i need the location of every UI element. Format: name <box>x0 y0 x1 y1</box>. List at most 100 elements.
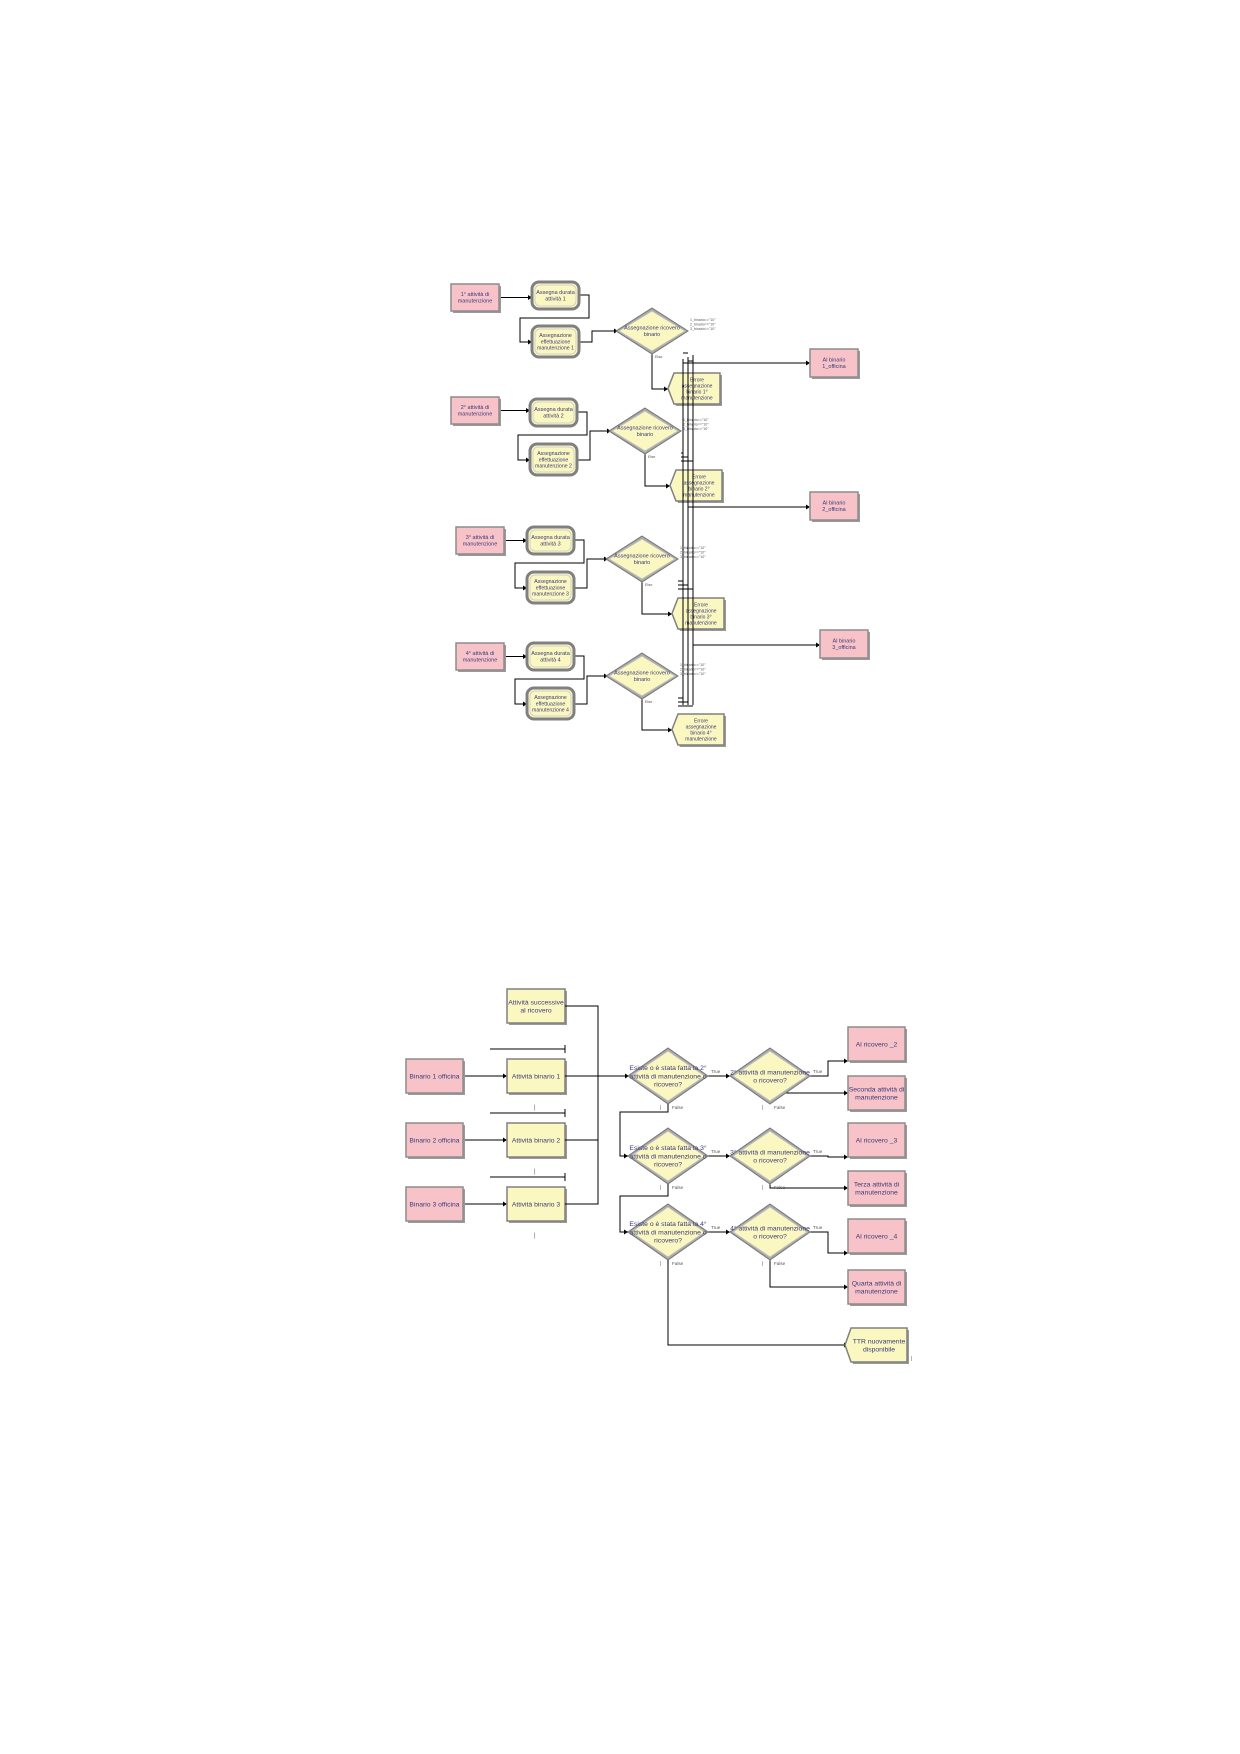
module-r4[interactable]: Al ricovero _4 <box>847 1218 907 1255</box>
assign-inner <box>529 529 572 552</box>
true-label: True <box>711 1225 721 1230</box>
marker: | <box>660 1261 661 1267</box>
decide-body <box>732 1206 808 1258</box>
process-ab1[interactable]: Attività binario 1 <box>506 1058 567 1095</box>
connector-e-q <box>574 675 608 705</box>
assign-inner <box>532 446 575 473</box>
connector-false-c3 <box>667 1260 848 1346</box>
marker: | <box>660 1105 661 1111</box>
marker: | <box>534 1105 536 1111</box>
module-r3[interactable]: Al ricovero _3 <box>847 1122 907 1159</box>
assign-inner <box>532 401 575 424</box>
arrow-head <box>816 642 820 648</box>
decide-c3[interactable]: Esiste o è stata fatta la 4°attività di … <box>627 1203 709 1261</box>
module-body <box>405 1058 464 1094</box>
assign-body <box>528 397 579 428</box>
condition-label: 3_binario=="10" <box>683 427 709 431</box>
connector-else <box>644 453 670 487</box>
arrow-head <box>503 1073 507 1079</box>
process-label: Attività binario 2 <box>512 1137 561 1144</box>
false-label: False <box>774 1261 786 1266</box>
connector-d-e <box>519 294 590 343</box>
module-o2[interactable]: Binario 2 officina <box>405 1122 465 1159</box>
module-o1[interactable]: Binario 1 officina <box>405 1058 465 1095</box>
module-o3[interactable]: Binario 3 officina <box>405 1186 465 1223</box>
condition-label: 1_binario=="10" <box>690 318 716 322</box>
end-body <box>844 1327 908 1363</box>
decide-body <box>618 310 686 352</box>
module-body <box>450 396 500 425</box>
true-label: True <box>711 1149 721 1154</box>
else-label: Else <box>645 583 652 587</box>
module-r2[interactable]: Al ricovero _2 <box>847 1026 907 1063</box>
connector-false-n <box>769 1184 848 1189</box>
decide-body <box>608 655 676 697</box>
connector-false-n <box>769 1260 848 1288</box>
module-body <box>405 1122 464 1158</box>
arrow-head <box>844 1058 848 1064</box>
arrow-head <box>806 360 810 366</box>
arrow-head <box>624 1153 628 1159</box>
arrow-head <box>523 538 527 543</box>
process-ab3[interactable]: Attività binario 3 <box>506 1186 567 1223</box>
error-body <box>671 713 725 746</box>
module-body <box>455 642 505 671</box>
process-ab2[interactable]: Attività binario 2 <box>506 1122 567 1159</box>
decide-c1[interactable]: Esiste o è stata fatta la 2°attività di … <box>627 1047 709 1105</box>
assign-inner <box>529 645 572 668</box>
module-body <box>847 1026 906 1062</box>
module-label: Binario 3 officina <box>409 1201 459 1208</box>
arrow-head <box>625 1073 629 1079</box>
connector-e-q <box>574 558 608 589</box>
assign-inner <box>529 690 572 717</box>
process-body <box>506 1122 566 1158</box>
arrow-head <box>806 504 810 510</box>
decide-c2[interactable]: Esiste o è stata fatta la 3°attività di … <box>627 1127 709 1185</box>
false-label: False <box>672 1261 684 1266</box>
arrow-head <box>523 585 527 591</box>
